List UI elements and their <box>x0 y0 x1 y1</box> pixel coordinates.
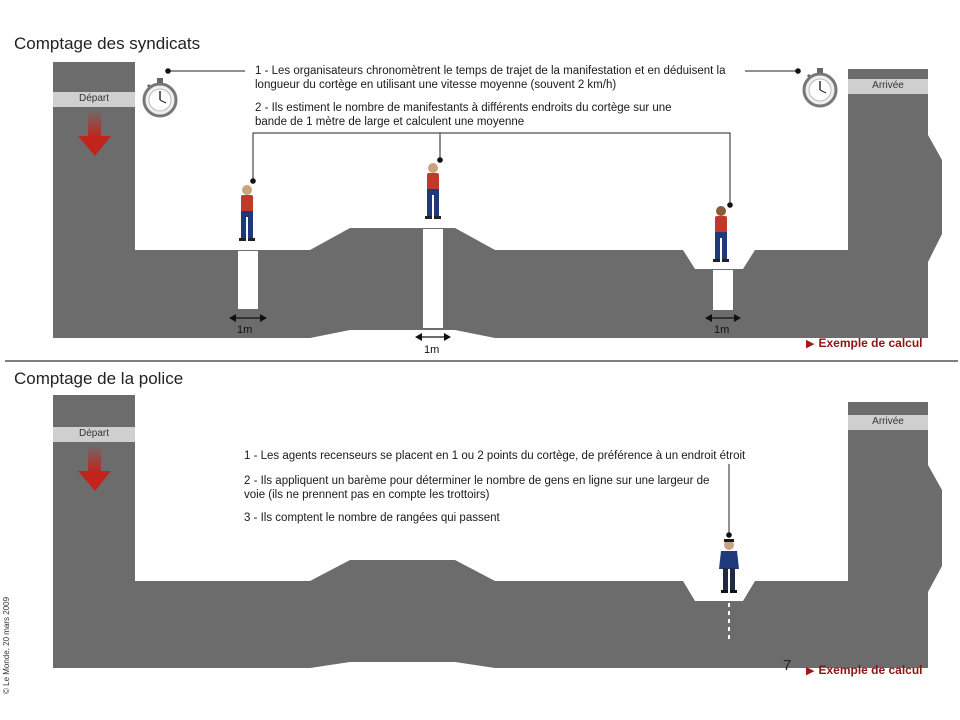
police-depart-label: Départ <box>78 428 109 439</box>
police-leader-line <box>726 464 732 538</box>
police-step-2: 2 - Ils appliquent un barème pour déterm… <box>244 475 710 501</box>
measure-label-2: 1m <box>424 344 440 356</box>
step1-leader-lines <box>165 68 801 74</box>
syndicats-arrivee-box <box>848 79 928 94</box>
syndicats-depart-box <box>53 92 135 107</box>
protester-figure <box>239 185 255 241</box>
measure-arrow <box>705 314 741 322</box>
page-number: 7 <box>783 657 792 674</box>
syndicats-direction-arrow <box>78 110 111 156</box>
police-step-3: 3 - Ils comptent le nombre de rangées qu… <box>244 512 500 524</box>
police-direction-arrow <box>78 445 111 491</box>
police-arrivee-box <box>848 415 928 430</box>
measure-label-3: 1m <box>714 324 730 336</box>
syndicats-counting-strips <box>238 229 733 328</box>
syndicats-road <box>53 62 942 338</box>
syndicats-step-2: 2 - Ils estiment le nombre de manifestan… <box>255 102 672 128</box>
protester-figure <box>713 206 729 262</box>
step2-leader-lines <box>250 132 733 208</box>
measure-label-1: 1m <box>237 324 253 336</box>
police-title: Comptage de la police <box>14 369 184 388</box>
police-depart-box <box>53 427 135 442</box>
syndicats-example-link[interactable]: ▶Exemple de calcul <box>806 336 923 350</box>
stopwatch-icon <box>802 68 838 108</box>
police-arrivee-label: Arrivée <box>872 416 904 427</box>
measure-arrow <box>415 333 451 341</box>
syndicats-step-1: 1 - Les organisateurs chronomètrent le t… <box>255 65 726 91</box>
play-triangle-icon: ▶ <box>806 338 815 350</box>
police-road <box>53 395 942 668</box>
police-step-1: 1 - Les agents recenseurs se placent en … <box>244 450 746 462</box>
play-triangle-icon: ▶ <box>806 665 815 677</box>
police-example-link-label: Exemple de calcul <box>818 663 923 677</box>
credit-text: © Le Monde, 20 mars 2009 <box>2 596 11 694</box>
syndicats-example-link-label: Exemple de calcul <box>818 336 923 350</box>
police-example-link[interactable]: ▶Exemple de calcul <box>806 663 923 677</box>
syndicats-arrivee-label: Arrivée <box>872 80 904 91</box>
measure-arrow <box>229 314 267 322</box>
protester-figure <box>425 163 441 219</box>
stopwatch-icon <box>142 78 178 118</box>
police-officer-figure <box>719 539 739 593</box>
syndicats-depart-label: Départ <box>78 93 109 104</box>
syndicats-title: Comptage des syndicats <box>14 34 201 53</box>
